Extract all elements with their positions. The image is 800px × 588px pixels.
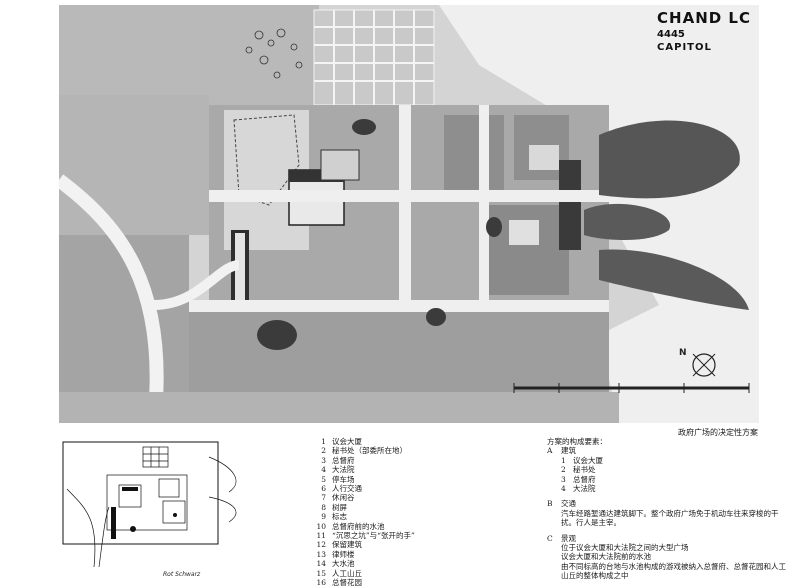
svg-text:N: N <box>679 348 687 358</box>
inset-sketch: Rot Schwarz <box>59 437 259 579</box>
section-c-line: 位于议会大厦和大法院之间的大型广场 <box>561 543 689 553</box>
section-c-line: 议会大厦和大法院前的水池 <box>561 552 651 562</box>
section-c-line: 由不同标高的台地与水池构成的游戏被纳入总督府、总督花园和人工山丘的整体构成之中 <box>561 561 786 581</box>
inset-drawing <box>62 441 237 568</box>
drawing-subtitle: CAPITOL <box>657 42 712 53</box>
drawing-title-block: CHAND LC 4445 CAPITOL <box>657 9 751 53</box>
legend-item: 11“沉思之坑”与“张开的手” <box>316 531 415 541</box>
inset-label: Rot Schwarz <box>163 571 201 578</box>
composition-heading: 方案的构成要素： <box>547 437 607 446</box>
figure-caption: 政府广场的决定性方案 <box>678 428 758 437</box>
drawing-number: 4445 <box>657 29 685 40</box>
section-b-text: 汽车经路堑通达建筑脚下。整个政府广场免于机动车往来穿梭的干扰。行人是主宰。 <box>561 508 779 528</box>
site-plan: N CHAND LC 4445 CAPITOL <box>59 5 759 423</box>
drawing-title: CHAND LC <box>657 9 751 27</box>
site-plan-drawing: N <box>59 5 759 423</box>
